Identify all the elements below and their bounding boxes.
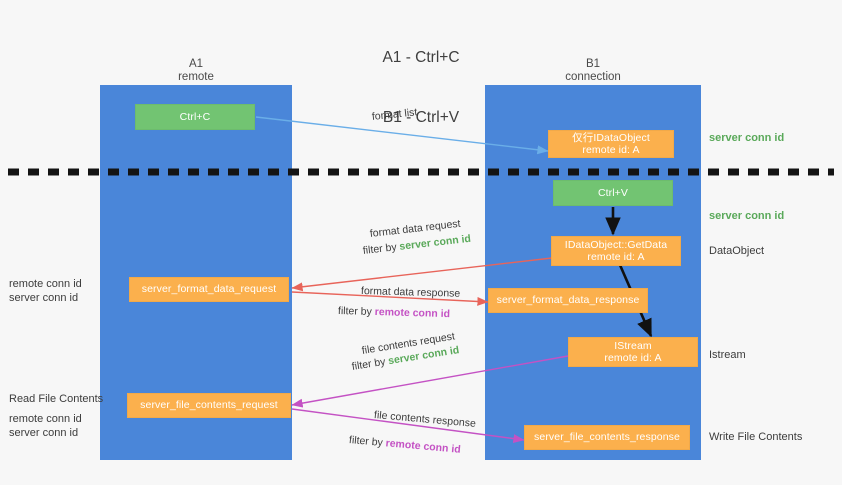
node-ctrl-v-label: Ctrl+V: [597, 186, 629, 199]
annotation-read-file-contents: Read File Contents: [9, 393, 103, 407]
lane-header-b1: B1 connection: [485, 58, 701, 84]
node-istream-line1: IStream: [614, 339, 652, 352]
node-file-resp-label: server_file_contents_response: [534, 431, 680, 444]
annotation-server-conn-id-2: server conn id: [709, 210, 784, 224]
node-file-req-label: server_file_contents_request: [140, 399, 278, 412]
lane-a1-role: remote: [178, 71, 214, 83]
annotation-left-conn-ids-1: remote conn id server conn id: [9, 278, 82, 305]
annotation-left-server-conn-id-1: server conn id: [9, 291, 79, 304]
title-line-1: A1 - Ctrl+C: [382, 49, 460, 66]
edge-fdresp-line1: format data response: [360, 285, 461, 300]
annotation-write-file-contents: Write File Contents: [709, 431, 802, 445]
page-title: A1 - Ctrl+C B1 - Ctrl+V: [0, 8, 842, 168]
annotation-istream-text: Istream: [709, 349, 746, 361]
annotation-left-remote-conn-id-2: remote conn id: [9, 413, 82, 425]
annotation-server-conn-id-1-text: server conn id: [709, 132, 785, 144]
node-ctrl-c[interactable]: Ctrl+C: [135, 104, 255, 130]
node-istream-line2: remote id: A: [604, 352, 662, 364]
node-idataobject-line2: remote id: A: [582, 144, 640, 156]
lane-a1-name: A1: [188, 58, 204, 70]
node-idataobject[interactable]: 仅行IDataObject remote id: A: [548, 130, 674, 158]
annotation-server-conn-id-2-text: server conn id: [709, 210, 785, 222]
lane-b1-role: connection: [565, 71, 621, 83]
edge-fcresp-filter-pre: filter by: [348, 434, 387, 450]
arrow-format-data-request: [291, 257, 553, 292]
annotation-write-file-contents-text: Write File Contents: [709, 431, 803, 443]
arrow-file-contents-response: [291, 408, 525, 444]
node-fmt-req-label: server_format_data_request: [141, 283, 277, 296]
annotation-read-file-contents-text: Read File Contents: [9, 393, 104, 405]
node-ctrl-v[interactable]: Ctrl+V: [553, 180, 673, 206]
lane-header-a1: A1 remote: [100, 58, 292, 84]
node-fmt-resp-label: server_format_data_response: [496, 294, 640, 307]
annotation-left-remote-conn-id-1: remote conn id: [9, 278, 82, 290]
title-line-2: B1 - Ctrl+V: [382, 109, 460, 126]
node-getdata-line1: IDataObject::GetData: [564, 238, 668, 251]
node-idataobject-line1: 仅行IDataObject: [572, 131, 650, 144]
annotation-server-conn-id-1: server conn id: [709, 132, 784, 146]
annotation-left-conn-ids-2: remote conn id server conn id: [9, 413, 82, 440]
arrow-file-contents-request: [291, 355, 569, 408]
node-idataobject-getdata[interactable]: IDataObject::GetData remote id: A: [551, 236, 681, 266]
annotation-dataobject-text: DataObject: [709, 245, 765, 257]
arrow-format-list: [255, 116, 549, 155]
node-server-file-contents-request[interactable]: server_file_contents_request: [127, 393, 291, 418]
edge-label-format-data-response: format data response: [361, 285, 461, 301]
edge-fdresp-filter-pre: filter by: [337, 305, 375, 319]
node-ctrl-c-label: Ctrl+C: [179, 110, 211, 123]
node-istream[interactable]: IStream remote id: A: [568, 337, 698, 367]
annotation-left-server-conn-id-2: server conn id: [9, 426, 79, 439]
arrow-format-data-response: [291, 291, 489, 306]
edge-fdresp-filter-key: remote conn id: [374, 306, 451, 321]
node-server-format-data-response[interactable]: server_format_data_response: [488, 288, 648, 313]
node-server-file-contents-response[interactable]: server_file_contents_response: [524, 425, 690, 450]
annotation-dataobject: DataObject: [709, 245, 764, 259]
annotation-istream: Istream: [709, 349, 746, 363]
node-server-format-data-request[interactable]: server_format_data_request: [129, 277, 289, 302]
node-getdata-line2: remote id: A: [587, 251, 645, 263]
lane-b1-name: B1: [585, 58, 601, 70]
